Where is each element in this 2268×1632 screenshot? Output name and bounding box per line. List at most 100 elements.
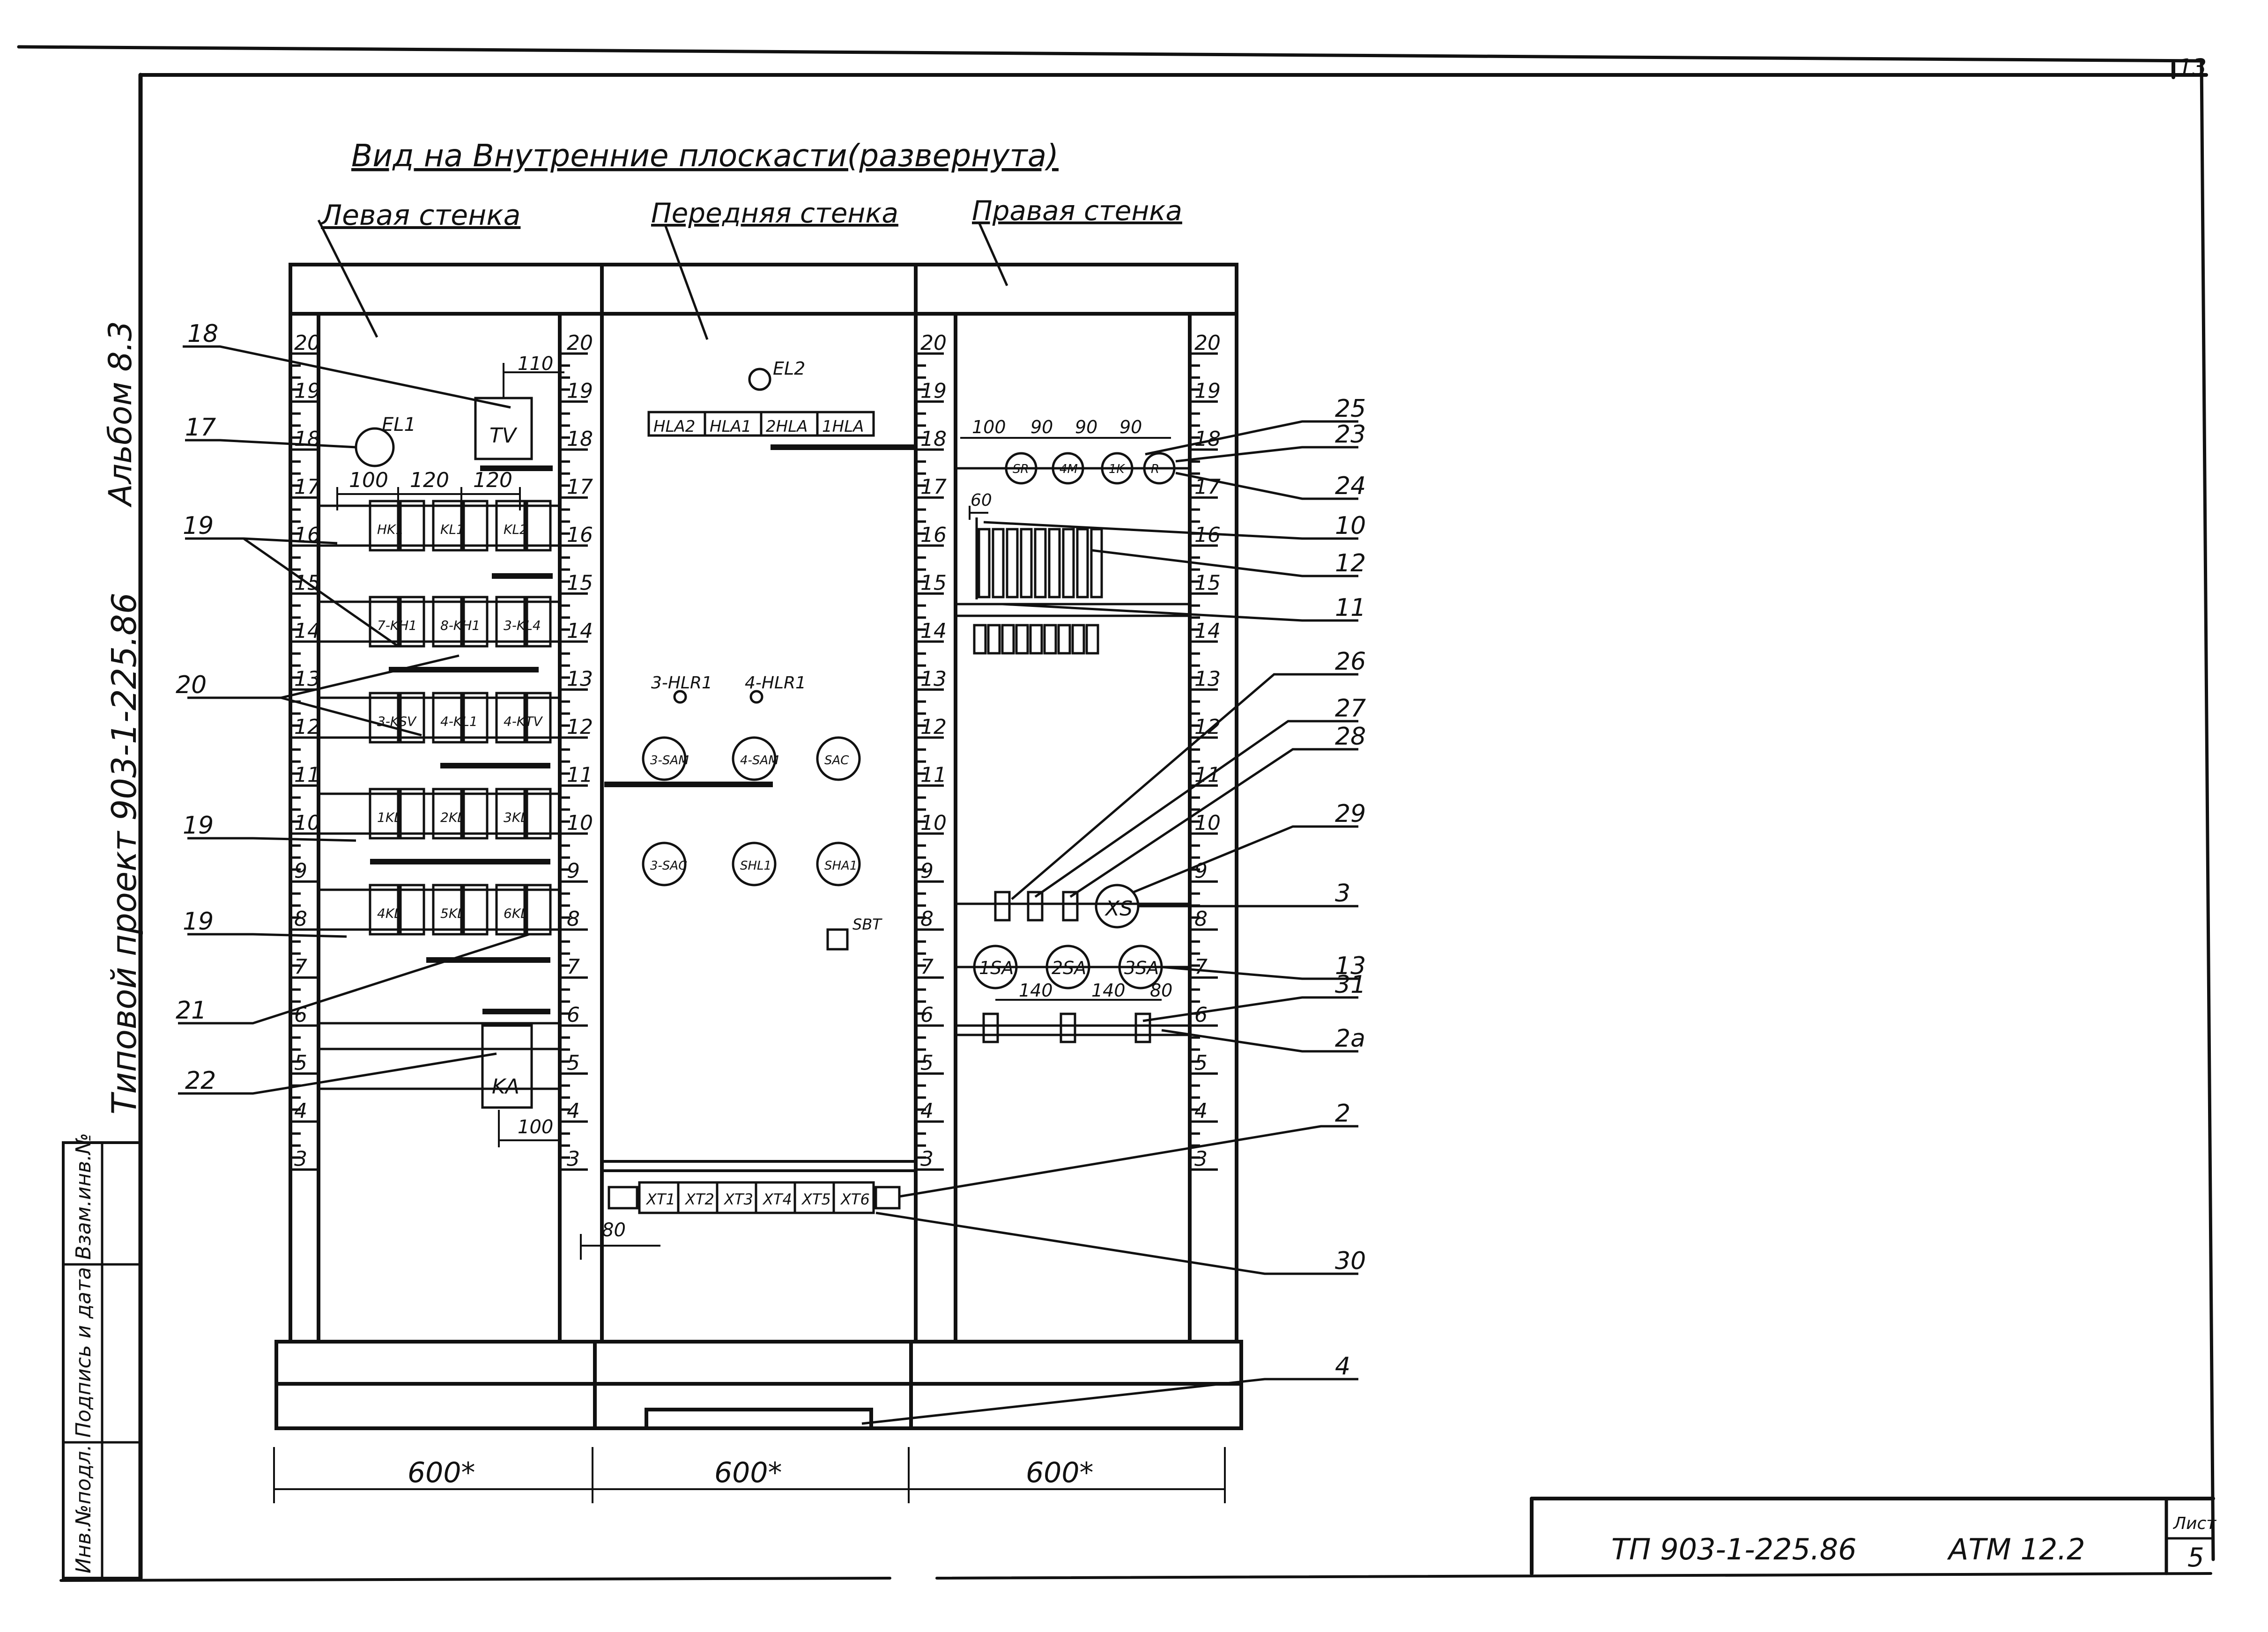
switch-4sam-icon [732, 736, 777, 781]
dim-label: 90 [1075, 417, 1097, 437]
dim-label: 80 [1150, 980, 1172, 1001]
relay-label: 3-KL4 [504, 618, 541, 633]
scale-label: 10 [920, 811, 947, 835]
scale-label: 19 [1194, 379, 1221, 403]
stamp-replace: Взам.инв.№ [72, 1133, 96, 1260]
callout-number: 23 [1335, 421, 1366, 449]
callout-number: 25 [1335, 395, 1366, 423]
margin-project: Типовой проект 903-1-225.86 [104, 592, 144, 1115]
dim-120b: 120 [473, 468, 512, 492]
scale-label: 6 [294, 1003, 307, 1027]
scale-label: 8 [567, 907, 580, 931]
dim-label: 90 [1119, 417, 1142, 437]
scale-label: 19 [920, 379, 947, 403]
scale-label: 6 [567, 1003, 580, 1027]
stamp-sign: Подпись и дата [72, 1267, 96, 1438]
scale-label: 18 [1194, 427, 1221, 451]
scale-label: 7 [294, 955, 307, 979]
callout-number: 11 [1335, 594, 1366, 622]
scale-label: 10 [567, 811, 593, 835]
margin-album: Альбом 8.3 [102, 321, 139, 508]
lamp-label: HLA1 [710, 417, 751, 436]
label-4hlr1: 4-HLR1 [745, 673, 806, 693]
switch-label: 1SA [979, 958, 1014, 978]
scale-label: 14 [567, 619, 593, 643]
scale-label: 12 [920, 715, 947, 739]
relay-label: 4KL [377, 906, 401, 921]
dim-60: 60 [971, 491, 992, 510]
scale-label: 12 [1194, 715, 1221, 739]
scale-label: 15 [1194, 571, 1221, 595]
relay-label: HK1 [377, 522, 404, 537]
dim-label: 140 [1019, 980, 1053, 1001]
scale-label: 13 [294, 667, 320, 691]
scale-label: 20 [567, 331, 593, 355]
scale-label: 16 [920, 523, 947, 547]
switch-sha1-icon [816, 842, 861, 886]
relay-label: 3KL [504, 810, 528, 825]
scale-label: 17 [920, 475, 947, 499]
title-block-list-no: 5 [2187, 1543, 2204, 1573]
scale-label: 9 [294, 859, 307, 883]
scale-label: 4 [920, 1099, 934, 1123]
scale-label: 16 [567, 523, 593, 547]
terminal-label: XT5 [801, 1190, 831, 1208]
relay-label: 5KL [440, 906, 465, 921]
scale-label: 12 [567, 715, 593, 739]
scale-label: 15 [294, 571, 320, 595]
callout-number: 2а [1335, 1025, 1365, 1053]
scale-label: 4 [567, 1099, 580, 1123]
scale-label: 9 [920, 859, 934, 883]
callout-number: 27 [1335, 694, 1366, 723]
scale-label: 11 [294, 763, 320, 787]
scale-label: 9 [1194, 859, 1208, 883]
scale-label: 14 [920, 619, 947, 643]
title-block-code: ТП 903-1-225.86 [1611, 1532, 1857, 1566]
dim-label: 100 [972, 417, 1006, 437]
switch-label: 3SA [1124, 958, 1159, 978]
label-ka: KA [492, 1075, 519, 1099]
sheet-title: Вид на Внутренние плоскасти(развернута) [351, 138, 1059, 174]
scale-label: 4 [294, 1099, 307, 1123]
callout-number: 12 [1335, 549, 1366, 577]
lamp-label: 1HLA [822, 417, 864, 436]
switch-label: SAC [824, 753, 849, 768]
scale-label: 16 [294, 523, 320, 547]
scale-label: 6 [1194, 1003, 1208, 1027]
dim-80-front: 80 [602, 1219, 626, 1241]
scale-label: 13 [920, 667, 947, 691]
dim-100: 100 [349, 468, 388, 492]
scale-label: 13 [567, 667, 593, 691]
stamp-inv: Инв.№подл. [72, 1444, 96, 1573]
title-block-list-label: Лист [2172, 1514, 2216, 1533]
label-3hlr1: 3-HLR1 [651, 673, 712, 693]
callout-number: 3 [1335, 879, 1350, 908]
relay-label: 2KL [440, 810, 465, 825]
relay-label: 4-KL1 [440, 714, 478, 729]
callout-number: 24 [1335, 472, 1366, 500]
scale-label: 8 [294, 907, 307, 931]
lamp-el2-icon [748, 368, 771, 391]
callout-number: 13 [1335, 952, 1366, 980]
scale-label: 7 [567, 955, 580, 979]
meter-label: 1K [1109, 462, 1126, 476]
scale-label: 7 [920, 955, 934, 979]
callout-number: 26 [1335, 648, 1366, 676]
switch-sac-icon [816, 736, 861, 781]
label-el2: EL2 [773, 358, 805, 379]
scale-label: 18 [567, 427, 593, 451]
switch-label: SHL1 [740, 859, 771, 873]
width-left: 600* [408, 1456, 475, 1489]
left-wall-label: Левая стенка [320, 199, 520, 232]
scale-label: 14 [294, 619, 320, 643]
scale-label: 18 [920, 427, 947, 451]
scale-label: 16 [1194, 523, 1221, 547]
scale-label: 10 [294, 811, 320, 835]
scale-label: 9 [567, 859, 580, 883]
label-sbt: SBT [852, 916, 882, 933]
terminal-label: XT3 [723, 1190, 753, 1208]
terminal-label: XT1 [645, 1190, 675, 1208]
terminal-label: XT2 [684, 1190, 714, 1208]
callout-number: 19 [183, 512, 214, 540]
scale-label: 3 [1194, 1147, 1208, 1171]
